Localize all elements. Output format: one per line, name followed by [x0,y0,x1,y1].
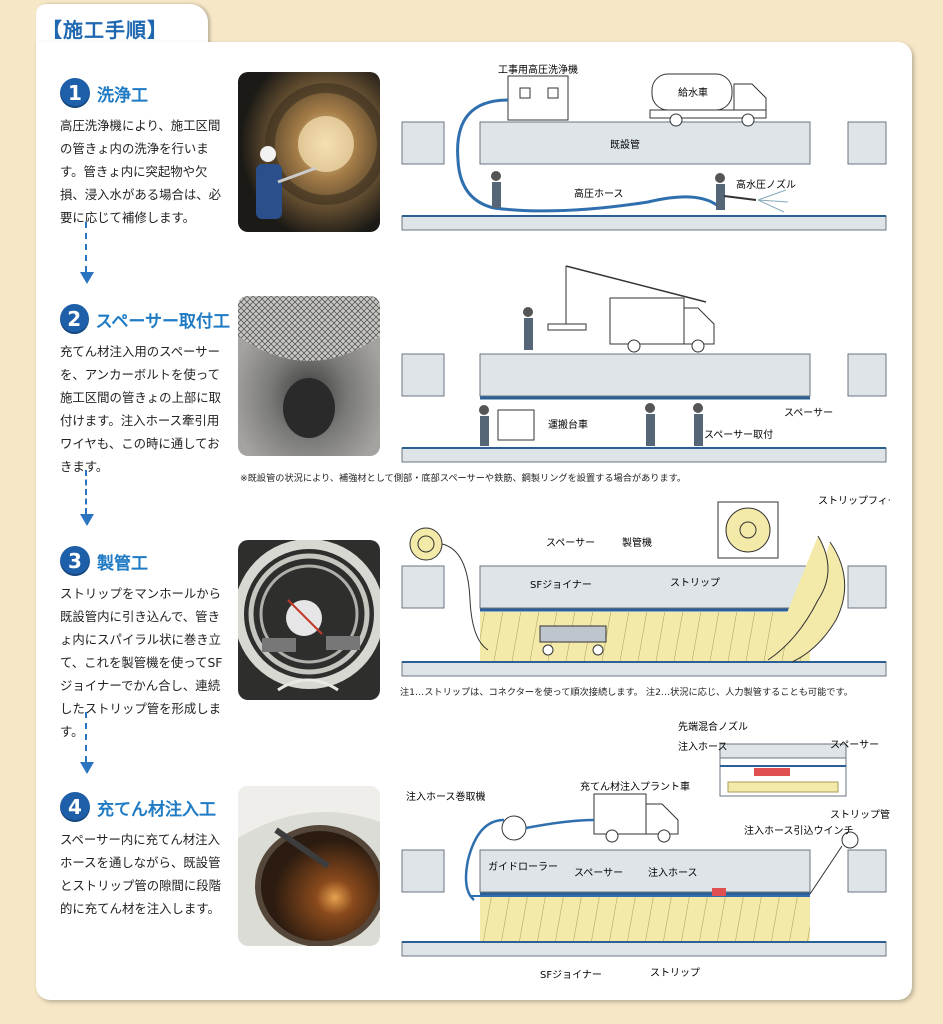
hose-reel [409,527,443,561]
page-title: 【施工手順】 [42,18,168,42]
label-spacer2: スペーサー [574,867,623,879]
label-existing-pipe: 既設管 [610,138,640,151]
high-pressure-hose [456,98,719,213]
step-4-description: スペーサー内に充てん材注入ホースを通しながら、既設管とストリップ管の隙間に段階的… [60,832,222,916]
label-nozzle: 高水圧ノズル [736,178,796,191]
step-4-title: 充てん材注入工 [97,799,216,820]
manhole-wall [401,121,445,165]
plant-truck [593,793,647,835]
step-1-number: 1 [60,78,90,108]
ground-block [479,121,811,165]
manhole-wall [847,121,887,165]
label-joiner: SFジョイナー [540,969,602,981]
label-water-truck: 給水車 [678,86,708,99]
note-reinforcement: ※既設管の状況により、補強材として側部・底部スペーサーや鉄筋、鋼製リングを設置す… [240,473,687,484]
truck [609,297,685,345]
diagram-washing: 工事用高圧洗浄機 給水車 既設管 高圧ホース 高水圧ノズル [401,63,887,231]
step-2-number: 2 [60,304,89,334]
label-hose: 高圧ホース [574,187,624,200]
step-3-number: 3 [60,546,90,576]
pipe-machine [539,625,607,643]
label-spacer: スペーサー [830,739,879,751]
label-hose: 注入ホース [678,740,728,753]
photo-washing [238,72,380,232]
label-spacer: スペーサー [546,537,595,549]
label-feeder: ストリップフィーダー [818,494,890,507]
label-cart: 運搬台車 [548,418,588,431]
hose-reel [501,815,527,841]
note-strip: 注1…ストリップは、コネクターを使って順次接続します。 注2…状況に応じ、人力製… [400,687,853,698]
winch [841,831,859,849]
step-3: 3 製管工 ストリップをマンホールから既設管内に引き込んで、管きょ内にスパイラル… [60,544,230,743]
washer-machine [507,75,569,121]
photo-pipe-making [238,540,380,700]
photo-grout-injection [238,786,380,946]
label-washer: 工事用高圧洗浄機 [498,63,578,76]
step-2: 2 スペーサー取付工 充てん材注入用のスペーサーを、アンカーボルトを使って施工区… [60,302,230,478]
diagram-grout-injection: 先端混合ノズル 注入ホース スペーサー ストリップ管 注入ホース巻取機 充てん材… [401,720,890,981]
cart [497,409,535,441]
label-hose2: 注入ホース [648,866,698,879]
label-winch: 注入ホース引込ウインチ [744,824,854,837]
strip-pipe [480,612,810,662]
label-strip: ストリップ [670,577,720,589]
diagram-spacer: 運搬台車 スペーサー スペーサー取付 [401,265,887,463]
label-roller: ガイドローラー [488,861,558,873]
step-3-description: ストリップをマンホールから既設管内に引き込んで、管きょ内にスパイラル状に巻き立て… [60,586,223,739]
label-strip: ストリップ [650,967,700,979]
pipe-bottom [401,215,887,231]
label-reel: 注入ホース巻取機 [406,790,486,803]
label-spacer-install: スペーサー取付 [704,428,773,441]
label-plant: 充てん材注入プラント車 [580,780,690,793]
label-nozzle: 先端混合ノズル [678,720,748,733]
step-1-title: 洗浄工 [97,85,148,106]
mixing-nozzle [754,768,790,776]
step-3-title: 製管工 [97,553,148,574]
step-1: 1 洗浄工 高圧洗浄機により、施工区間の管きょ内の洗浄を行います。管きょ内に突起… [60,76,230,229]
step-1-description: 高圧洗浄機により、施工区間の管きょ内の洗浄を行います。管きょ内に突起物や欠損、浸… [60,118,222,225]
step-4-number: 4 [60,792,90,822]
diagram-pipe-making: ストリップフィーダー スペーサー 製管機 SFジョイナー ストリップ [401,494,890,677]
crane-arm [565,265,707,303]
step-4: 4 充てん材注入工 スペーサー内に充てん材注入ホースを通しながら、既設管とストリ… [60,790,230,920]
photo-spacer [238,296,380,456]
step-2-description: 充てん材注入用のスペーサーを、アンカーボルトを使って施工区間の管きょの上部に取付… [60,344,222,474]
label-strip-pipe: ストリップ管 [830,808,890,821]
label-joiner: SFジョイナー [530,579,592,591]
step-2-title: スペーサー取付工 [95,311,230,332]
label-spacer: スペーサー [784,407,833,419]
label-machine: 製管機 [622,536,652,549]
